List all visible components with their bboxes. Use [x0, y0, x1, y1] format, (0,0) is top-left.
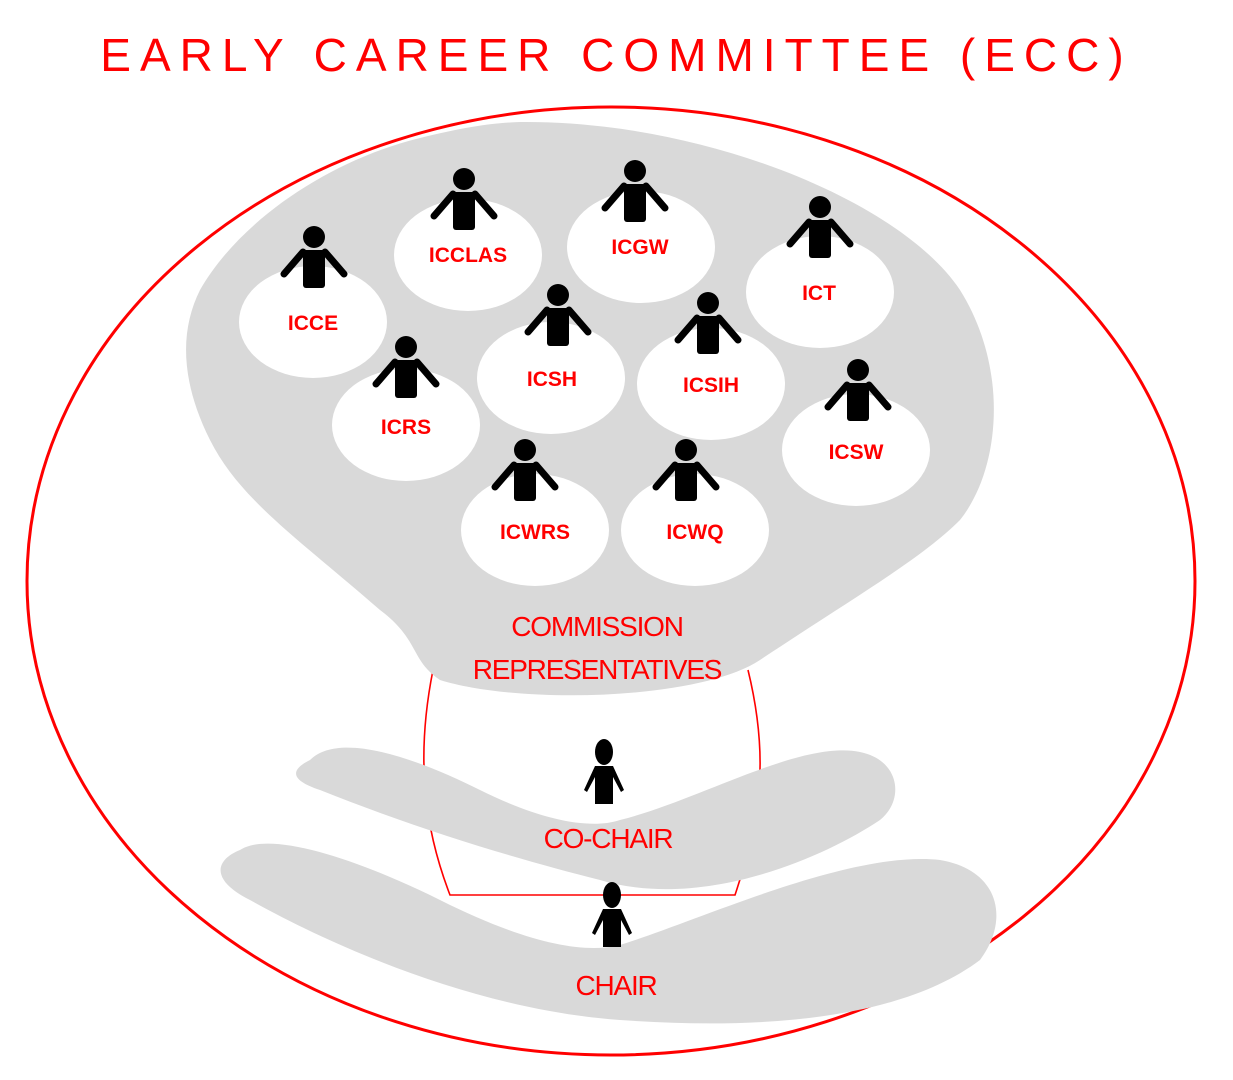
member-node-icce: ICCE	[239, 226, 387, 378]
svg-text:ICSIH: ICSIH	[683, 374, 739, 397]
chair-person-icon	[592, 882, 632, 947]
svg-text:ICCLAS: ICCLAS	[429, 244, 507, 267]
co-chair-label: CO-CHAIR	[544, 823, 673, 854]
diagram-title: EARLY CAREER COMMITTEE (ECC)	[100, 29, 1133, 81]
commission-label-line2: REPRESENTATIVES	[473, 654, 722, 685]
svg-text:ICRS: ICRS	[381, 416, 431, 439]
svg-text:ICWQ: ICWQ	[666, 521, 723, 544]
member-node-icgw: ICGW	[567, 160, 715, 303]
svg-text:ICSH: ICSH	[527, 368, 577, 391]
chair-band	[220, 843, 997, 1024]
svg-text:ICCE: ICCE	[288, 312, 338, 335]
connector-outline	[423, 669, 761, 896]
member-node-ict: ICT	[746, 196, 894, 348]
co-chair-band	[296, 747, 896, 890]
co-chair-person-icon	[584, 739, 624, 804]
member-node-icwq: ICWQ	[621, 439, 769, 586]
svg-text:ICT: ICT	[802, 282, 836, 305]
member-node-icsih: ICSIH	[637, 292, 785, 440]
member-node-icclas: ICCLAS	[394, 168, 542, 311]
member-node-icwrs: ICWRS	[461, 439, 609, 586]
chair-label: CHAIR	[575, 970, 656, 1001]
svg-text:ICSW: ICSW	[829, 441, 884, 464]
member-node-icsh: ICSH	[477, 284, 625, 434]
svg-text:ICWRS: ICWRS	[500, 521, 570, 544]
member-node-icsw: ICSW	[782, 359, 930, 506]
member-node-icrs: ICRS	[332, 336, 480, 481]
svg-text:ICGW: ICGW	[611, 236, 668, 259]
committee-boundary	[25, 105, 1197, 1057]
commission-label-line1: COMMISSION	[511, 611, 683, 642]
